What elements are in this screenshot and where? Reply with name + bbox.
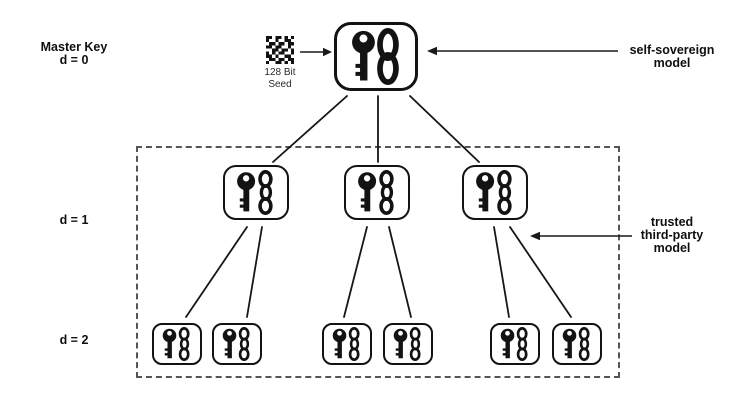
chain-link-icon	[258, 170, 273, 215]
chain-link-icon	[238, 327, 250, 361]
chain-link-icon	[348, 327, 360, 361]
key-icon	[237, 172, 256, 212]
edge-d1a-to-d2-1	[185, 226, 248, 318]
key-node-d2-2	[212, 323, 262, 365]
chain-link-icon	[178, 327, 190, 361]
master-key-label: Master Key d = 0	[40, 40, 108, 67]
chain-link-icon	[578, 327, 590, 361]
key-icon	[562, 328, 577, 359]
qr-seed-icon	[266, 36, 294, 64]
key-node-d1-3	[462, 165, 528, 220]
key-node-d2-5	[490, 323, 540, 365]
edge-d1c-to-d2-5	[493, 226, 510, 318]
self-sovereign-label: self-sovereign model	[629, 43, 715, 70]
key-node-d1-1	[223, 165, 289, 220]
trusted-third-party-label: trusted third-party model	[640, 215, 704, 255]
key-node-d2-1	[152, 323, 202, 365]
depth-2-label: d = 2	[59, 333, 89, 347]
chain-link-icon	[380, 31, 396, 82]
key-node-master	[334, 22, 418, 91]
key-icon	[162, 328, 177, 359]
trusted-third-party-arrow	[530, 231, 632, 241]
edge-master-to-d1-right	[409, 95, 480, 163]
key-icon	[222, 328, 237, 359]
self-sovereign-arrow	[427, 46, 618, 56]
key-node-d1-2	[344, 165, 410, 220]
key-icon	[358, 172, 377, 212]
chain-link-icon	[497, 170, 512, 215]
key-node-d2-3	[322, 323, 372, 365]
edge-master-to-d1-left	[272, 95, 348, 163]
key-icon	[352, 30, 375, 81]
edge-d1b-to-d2-3	[343, 226, 368, 318]
key-icon	[476, 172, 495, 212]
depth-1-label: d = 1	[59, 213, 89, 227]
chain-link-icon	[516, 327, 528, 361]
edge-d1c-to-d2-6	[509, 226, 572, 318]
key-icon	[500, 328, 515, 359]
chain-link-icon	[379, 170, 394, 215]
seed-label: 128 Bit Seed	[264, 67, 296, 90]
chain-link-icon	[409, 327, 421, 361]
edge-d1a-to-d2-2	[246, 226, 263, 318]
key-icon	[332, 328, 347, 359]
edge-d1b-to-d2-4	[388, 226, 412, 318]
key-icon	[393, 328, 408, 359]
key-node-d2-6	[552, 323, 602, 365]
key-node-d2-4	[383, 323, 433, 365]
seed-arrow	[300, 47, 332, 57]
